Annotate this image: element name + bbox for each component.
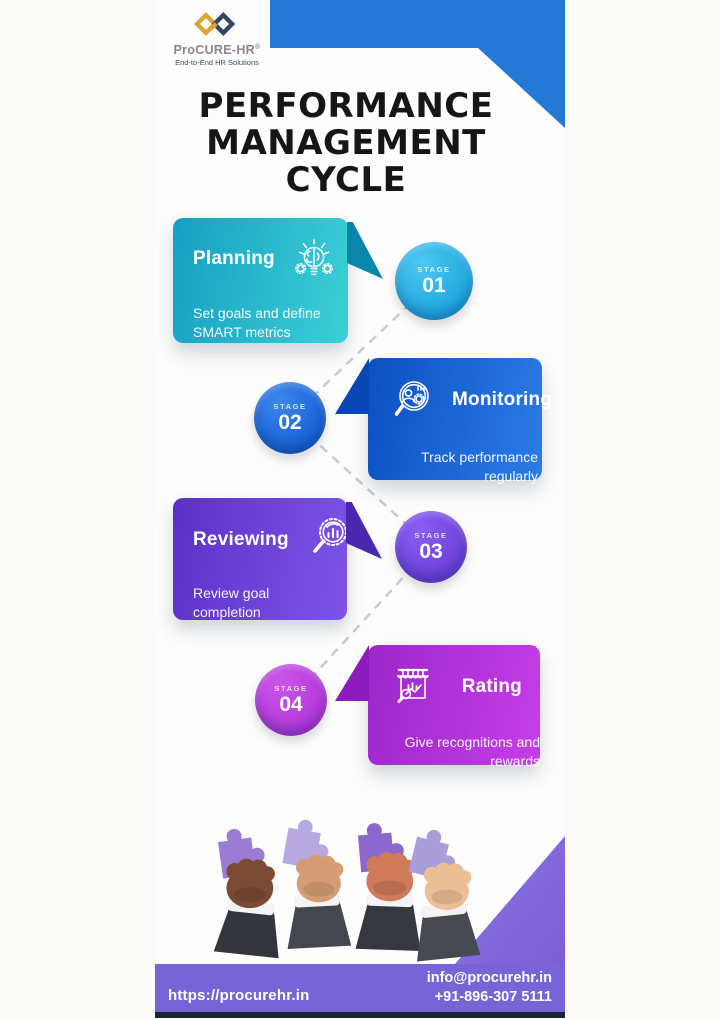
magnifier-person-gear-icon — [388, 376, 436, 424]
footer-phone: +91-896-307 5111 — [434, 989, 552, 1005]
stage-card-planning: Planning Set goals and define SMART metr… — [173, 218, 348, 343]
hands-puzzle-illustration — [155, 789, 565, 964]
hand-with-puzzle-piece — [203, 797, 295, 964]
page-title: PERFORMANCE MANAGEMENT CYCLE — [155, 88, 537, 199]
stage-number: 01 — [422, 274, 446, 297]
footer-website: https://procurehr.in — [168, 987, 310, 1004]
stage-label: STAGE — [273, 402, 307, 411]
stage-description: Set goals and define SMART metrics — [193, 305, 321, 340]
stage-card-flag — [335, 358, 369, 414]
footer-contact: info@procurehr.in +91-896-307 5111 — [427, 969, 552, 1007]
stage-title: Planning — [193, 248, 275, 269]
stage-description: Track performance regularly — [421, 449, 538, 484]
stage-number: 04 — [279, 693, 303, 716]
stage-card-monitoring: Monitoring Track performance regularly — [368, 358, 552, 484]
hand-with-puzzle-piece — [343, 793, 435, 963]
stage-card-flag — [347, 222, 383, 279]
magnifier-chart-gear-icon — [305, 516, 353, 564]
stage-title: Rating — [461, 676, 522, 697]
hand-with-puzzle-piece — [273, 791, 363, 963]
storefront-chart-magnifier-icon — [388, 663, 438, 711]
footer-bar: https://procurehr.in info@procurehr.in +… — [155, 964, 565, 1012]
brand-logo-diamonds-icon — [169, 6, 265, 42]
title-line-3: CYCLE — [285, 160, 407, 200]
brand-name: ProCURE-HR® — [173, 43, 261, 57]
stage-badge-04: STAGE 04 — [255, 664, 327, 736]
stage-label: STAGE — [274, 684, 308, 693]
stage-badge-03: STAGE 03 — [395, 511, 467, 583]
bottom-strip-decoration — [155, 1012, 565, 1018]
stage-title: Reviewing — [193, 529, 289, 550]
title-line-1: PERFORMANCE — [198, 86, 494, 126]
title-line-2: MANAGEMENT — [206, 123, 486, 163]
stage-title: Monitoring — [452, 389, 553, 410]
brand-logo: ProCURE-HR® End-to-End HR Solutions — [169, 6, 265, 67]
brand-tagline: End-to-End HR Solutions — [175, 58, 259, 67]
stage-number: 02 — [278, 411, 302, 434]
stage-number: 03 — [419, 540, 443, 563]
stage-label: STAGE — [417, 265, 451, 274]
stage-badge-01: STAGE 01 — [395, 242, 473, 320]
bulb-brain-gears-icon — [291, 236, 337, 282]
footer-email: info@procurehr.in — [426, 970, 552, 986]
stage-description: Give recognitions and rewards — [404, 734, 540, 769]
infographic-poster: ProCURE-HR® End-to-End HR Solutions PERF… — [155, 0, 565, 1018]
stage-card-rating: Rating Give recognitions and rewards — [368, 645, 540, 769]
stage-label: STAGE — [414, 531, 448, 540]
stage-description: Review goal completion — [193, 585, 270, 620]
registered-mark: ® — [255, 43, 261, 51]
stage-card-flag — [335, 645, 369, 701]
stage-badge-02: STAGE 02 — [254, 382, 326, 454]
hand-with-puzzle-piece — [401, 805, 491, 964]
stage-card-reviewing: Reviewing Review goal completion — [173, 498, 347, 620]
